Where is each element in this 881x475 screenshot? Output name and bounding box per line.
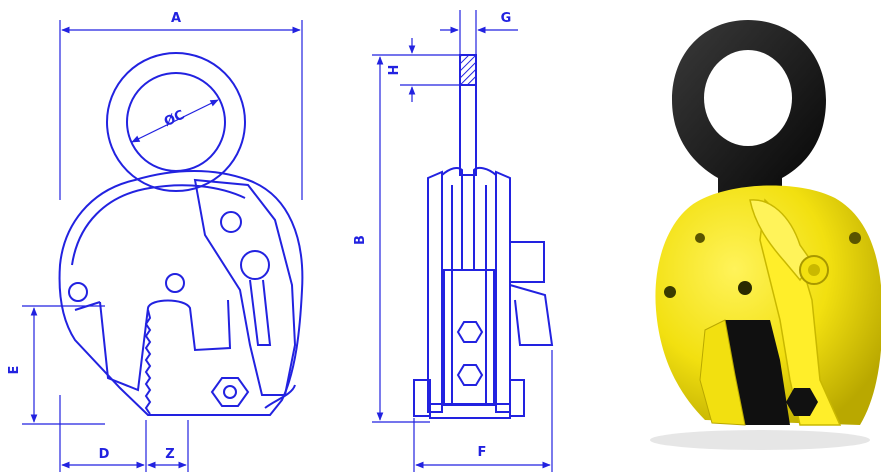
clamp-body-inner-line [71, 184, 246, 266]
side-view-dimensions [372, 10, 553, 472]
serrated-pad [144, 309, 152, 415]
hex-nut-center [223, 385, 237, 399]
rear-bump [264, 384, 296, 409]
front-view-dimensions [22, 20, 303, 472]
hole-center-photo [738, 281, 752, 295]
clamp-body-outline [58, 170, 304, 416]
dim-c-line [131, 99, 219, 143]
dim-g-label: G [501, 11, 512, 26]
side-view-drawing [413, 54, 554, 419]
pin-hole-center [165, 273, 185, 293]
lever-knob [240, 250, 270, 280]
pin-hole-left [68, 282, 88, 302]
hole-left-photo [664, 286, 676, 298]
lifting-eye-outer [106, 52, 246, 192]
dim-c-label: ØC [162, 108, 187, 130]
side-lever-arm [509, 284, 554, 346]
bottom-bar [429, 403, 511, 419]
bolt-hex-lower [456, 364, 484, 386]
side-lever-housing [509, 241, 545, 283]
clamp-photo [650, 20, 881, 450]
hole-upper-left-photo [695, 233, 705, 243]
dim-e-label: E [7, 366, 22, 375]
dim-z-label: Z [165, 447, 174, 462]
eye-opening [704, 50, 792, 146]
dim-f-label: F [478, 445, 487, 460]
bottom-nut-right [509, 379, 525, 417]
photo-shadow [650, 430, 870, 450]
hex-nut-photo [786, 388, 818, 416]
bottom-nut-left [413, 379, 431, 417]
pivot-bolt-center [808, 264, 820, 276]
inner-plate-right [473, 166, 497, 271]
dim-b-label: B [353, 235, 368, 245]
hex-nut [210, 377, 250, 407]
inner-plate-left [441, 166, 463, 271]
jaw-opening [725, 320, 790, 425]
pin-hole-upper [220, 211, 242, 233]
dim-a-label: A [171, 11, 181, 26]
side-plate-right [495, 170, 511, 413]
lever-arm [249, 279, 272, 346]
dim-d-label: D [99, 447, 110, 462]
side-plate-left [427, 170, 443, 413]
bolt-hex-upper [456, 321, 484, 343]
eye-section-hatch [459, 54, 477, 86]
jaw-slot [99, 299, 232, 392]
cam-plate [193, 178, 297, 396]
dim-h-label: H [387, 65, 402, 76]
hole-right-photo [849, 232, 861, 244]
front-view-drawing [58, 52, 304, 416]
jaw-left-block [699, 319, 746, 426]
